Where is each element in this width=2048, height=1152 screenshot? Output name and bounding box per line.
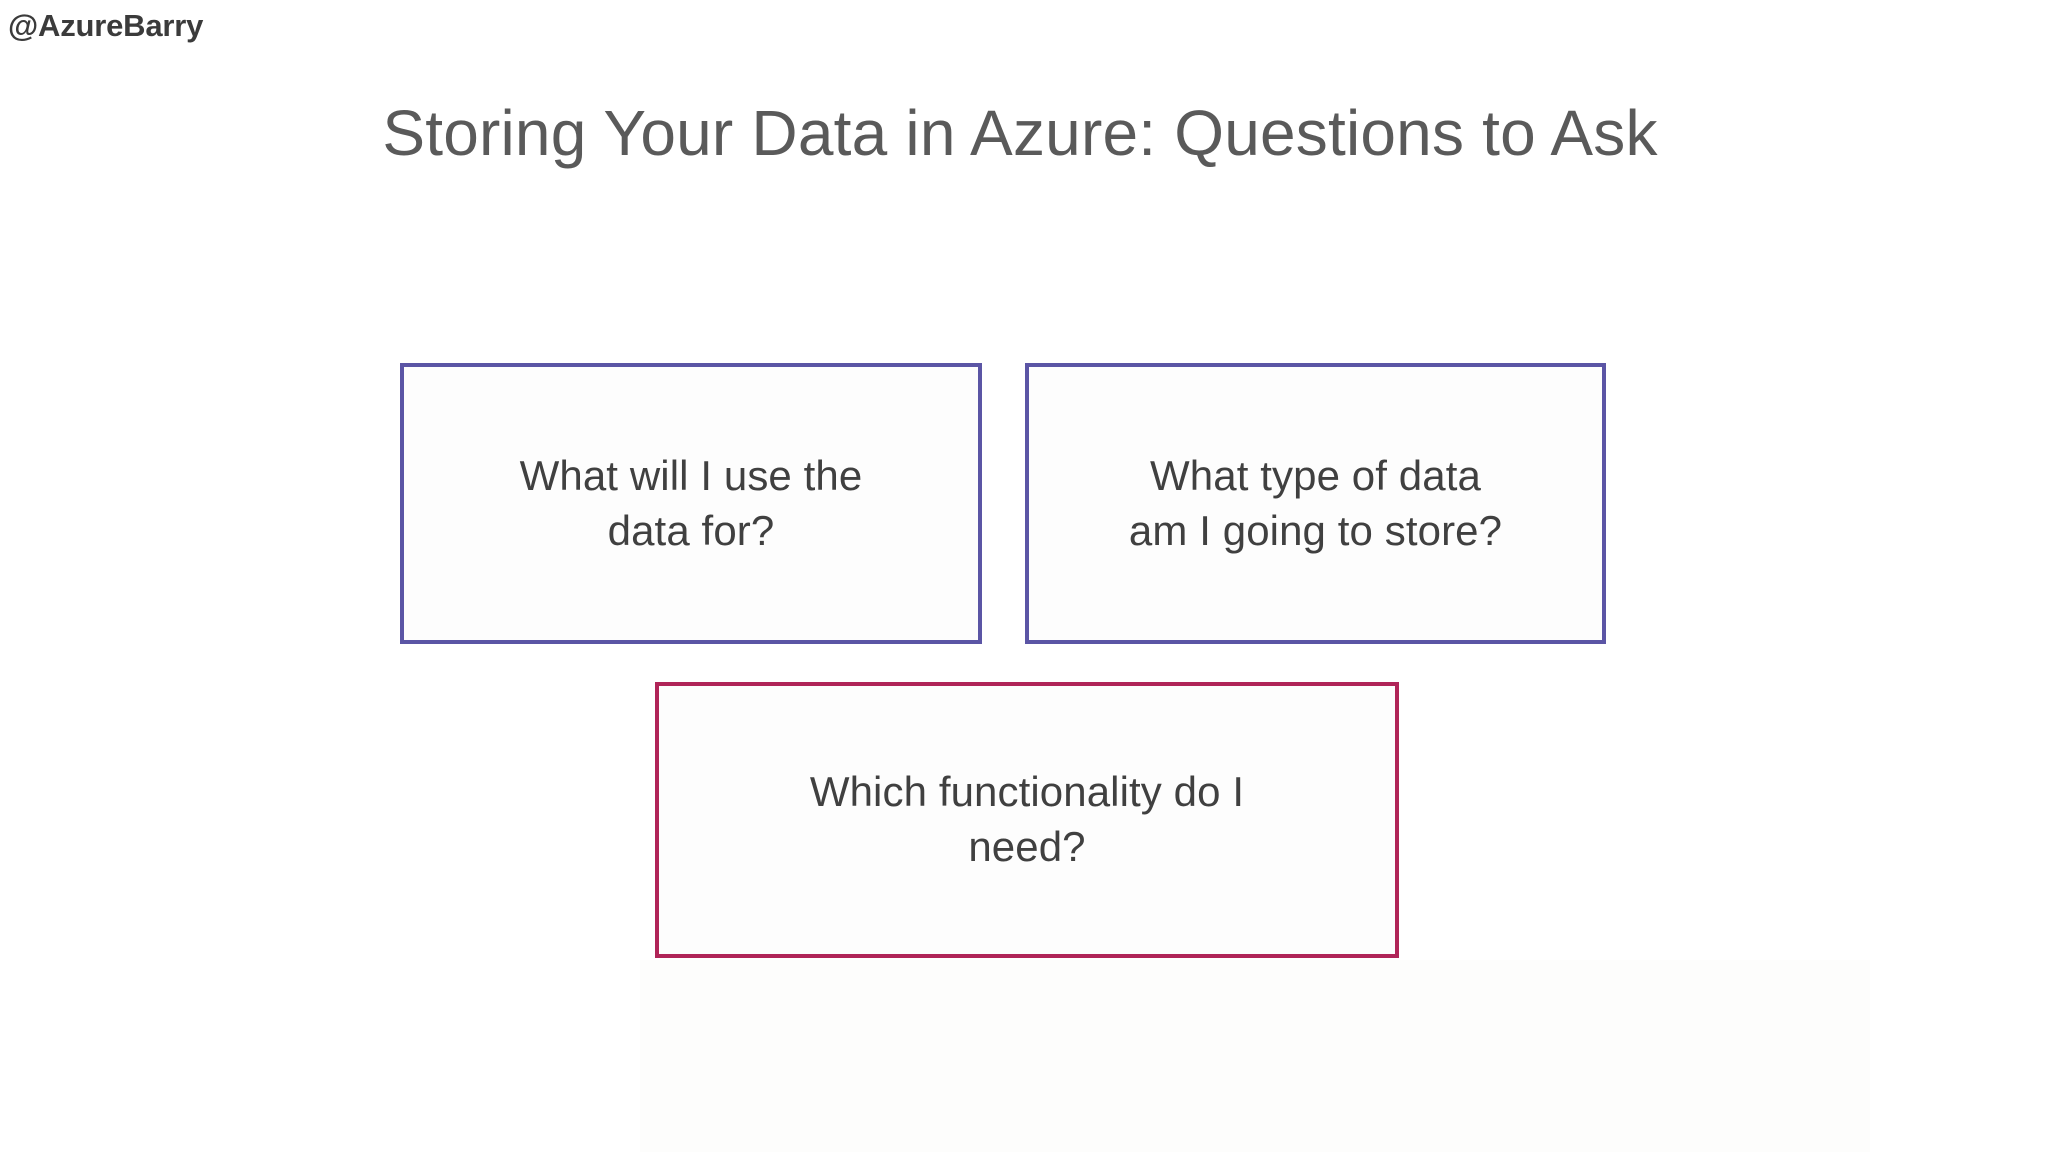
question-box-1[interactable]: What will I use the data for? bbox=[400, 363, 982, 644]
background-panel bbox=[640, 960, 1870, 1152]
author-handle: @AzureBarry bbox=[8, 8, 204, 43]
question-box-3-label: Which functionality do I need? bbox=[809, 768, 1245, 870]
question-box-2[interactable]: What type of data am I going to store? bbox=[1025, 363, 1606, 644]
question-box-3[interactable]: Which functionality do I need? bbox=[655, 682, 1399, 958]
page-title: Storing Your Data in Azure: Questions to… bbox=[382, 97, 1658, 169]
question-box-1-label: What will I use the data for? bbox=[519, 451, 863, 554]
question-box-2-label: What type of data am I going to store? bbox=[1128, 451, 1503, 554]
